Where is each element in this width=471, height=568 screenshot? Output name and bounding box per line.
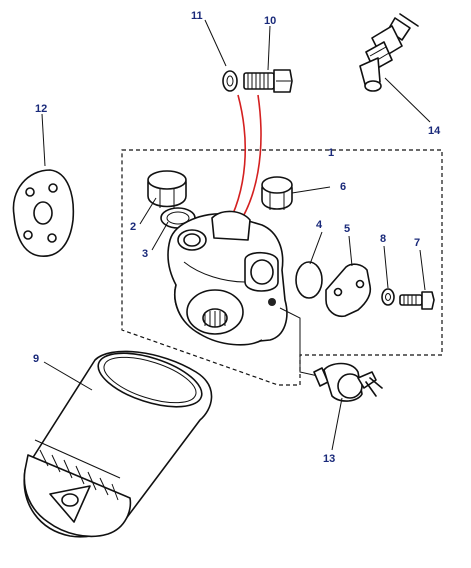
part-9-oil-filter	[23, 350, 213, 538]
callout-5: 5	[344, 223, 350, 235]
switch-leader	[279, 307, 319, 377]
part-6-plug	[261, 176, 293, 210]
leader-lines	[41, 19, 431, 451]
callout-10: 10	[264, 15, 276, 27]
oil-pipe-outer	[224, 94, 247, 231]
part-13-pressure-switch	[313, 362, 383, 402]
callout-4: 4	[316, 219, 323, 231]
oil-pipe-inner	[232, 94, 262, 233]
callout-1: 1	[328, 147, 334, 159]
callouts: 11 10 12 14 1 6 2 4 5 8 7 3 9 13	[33, 10, 441, 465]
callout-9: 9	[33, 353, 39, 365]
callout-12: 12	[35, 103, 47, 115]
part-4-seal	[295, 261, 323, 299]
part-7-screw	[399, 291, 435, 310]
callout-13: 13	[323, 453, 335, 465]
part-1-filter-housing	[167, 210, 288, 346]
callout-6: 6	[340, 181, 346, 193]
part-11-washer	[222, 70, 238, 92]
part-12-gasket-plate	[12, 169, 75, 257]
part-10-bolt	[243, 69, 293, 93]
part-14-sensor	[359, 13, 419, 92]
part-8-washer	[381, 288, 395, 306]
part-5-cover-plate	[325, 263, 372, 318]
callout-14: 14	[428, 125, 441, 137]
callout-7: 7	[414, 237, 420, 249]
callout-8: 8	[380, 233, 386, 245]
callout-11: 11	[191, 10, 203, 22]
callout-2: 2	[130, 221, 136, 233]
callout-3: 3	[142, 248, 148, 260]
